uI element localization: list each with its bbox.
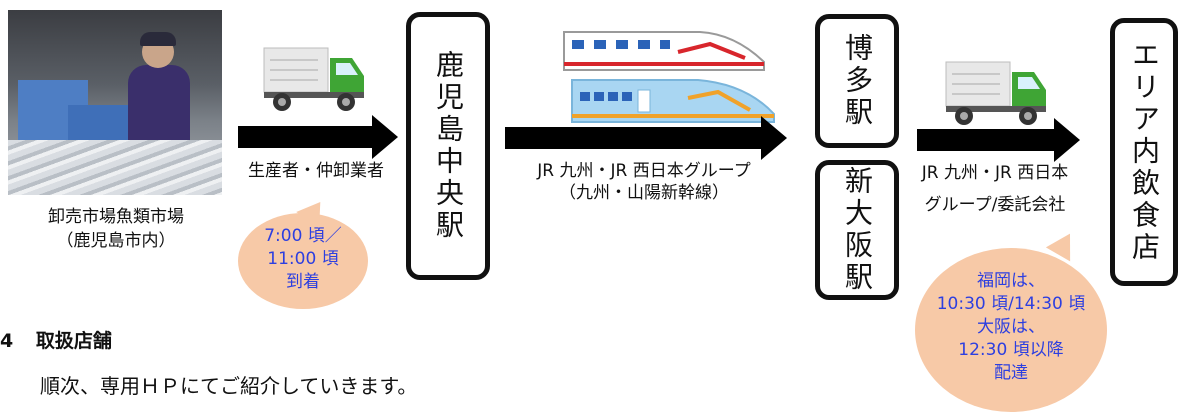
fish-market-photo xyxy=(8,10,222,195)
worker-cap xyxy=(140,32,176,46)
bubble2-line2: 10:30 頃/14:30 頃 xyxy=(936,294,1086,314)
step1-label: 生産者・仲卸業者 xyxy=(248,161,384,181)
photo-caption-line2: （鹿児島市内） xyxy=(56,231,176,251)
step3-label-line2: グループ/委託会社 xyxy=(924,195,1066,215)
shinkansen-train-icon-2 xyxy=(571,79,775,123)
bubble1-line1: 7:00 頃／ xyxy=(264,226,342,246)
section-body: 順次、専用ＨＰにてご紹介していきます。 xyxy=(40,374,418,398)
section-heading: 4 取扱店舗 xyxy=(0,326,112,353)
step2-label-line2: （九州・山陽新幹線） xyxy=(559,183,729,203)
step3-label-line1: JR 九州・JR 西日本 xyxy=(921,163,1069,183)
step2-label: JR 九州・JR 西日本グループ （九州・山陽新幹線） xyxy=(494,160,794,204)
arrow-producer-to-station xyxy=(238,115,398,159)
section-title: 取扱店舗 xyxy=(35,330,112,352)
truck-icon xyxy=(263,47,364,111)
destination-restaurants: エリア内飲食店 xyxy=(1110,18,1178,286)
fish-on-floor xyxy=(8,140,222,195)
bubble2-line5: 配達 xyxy=(994,363,1028,383)
photo-caption: 卸売市場魚類市場 （鹿児島市内） xyxy=(0,205,232,253)
station-kagoshima-chuo: 鹿児島中央駅 xyxy=(406,12,490,280)
bubble2-line4: 12:30 頃以降 xyxy=(958,340,1064,360)
station-hakata: 博多駅 xyxy=(815,14,899,148)
bubble1-line3: 到着 xyxy=(286,272,320,292)
step2-label-line1: JR 九州・JR 西日本グループ xyxy=(537,161,751,181)
bubble2-line1: 福岡は、 xyxy=(977,271,1045,291)
section-number: 4 xyxy=(0,330,14,352)
arrival-time-bubble: 7:00 頃／ 11:00 頃 到着 xyxy=(238,213,368,309)
station-shin-osaka: 新大阪駅 xyxy=(815,160,899,300)
arrow-station-to-hub xyxy=(505,116,787,160)
photo-caption-line1: 卸売市場魚類市場 xyxy=(48,207,184,227)
arrow-hub-to-restaurant xyxy=(917,118,1080,162)
step3-label: JR 九州・JR 西日本 グループ/委託会社 xyxy=(900,162,1090,216)
bubble1-line2: 11:00 頃 xyxy=(267,249,339,269)
bubble2-line3: 大阪は、 xyxy=(977,317,1045,337)
truck-icon-2 xyxy=(945,61,1046,125)
shinkansen-train-icon xyxy=(563,31,765,71)
delivery-time-bubble: 福岡は、 10:30 頃/14:30 頃 大阪は、 12:30 頃以降 配達 xyxy=(915,248,1107,412)
